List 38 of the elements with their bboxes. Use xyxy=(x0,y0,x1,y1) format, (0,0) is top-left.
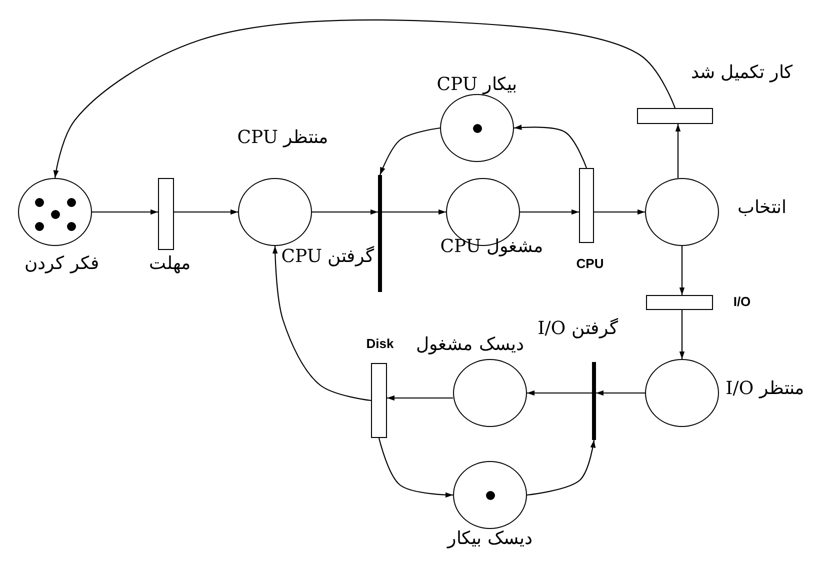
arc-arrow xyxy=(53,19,676,178)
arc-arrow xyxy=(679,310,685,359)
place-label: گرفتن CPU xyxy=(281,246,375,268)
transition-bar xyxy=(637,108,713,124)
arc-arrow xyxy=(379,127,440,176)
arc-arrow xyxy=(679,246,685,295)
place-label: انتخاب xyxy=(738,197,786,219)
arc-arrow xyxy=(382,209,446,215)
place-label: مشغول CPU xyxy=(440,236,544,258)
arc-arrow xyxy=(594,209,645,215)
arc-arrow xyxy=(312,209,378,215)
place-label: Disk xyxy=(366,336,394,352)
arc-arrow xyxy=(272,246,372,402)
place-label: مهلت xyxy=(149,253,191,275)
place-label: منتظر CPU xyxy=(237,127,329,149)
place-label: منتظر I/O xyxy=(726,378,804,400)
place-label: گرفتن I/O xyxy=(538,318,618,340)
transition-bar xyxy=(371,363,387,438)
arc-arrow xyxy=(514,124,588,168)
transition-bar xyxy=(158,178,174,250)
arc-arrow xyxy=(520,209,579,215)
place-label: کار تکمیل شد xyxy=(690,62,794,84)
place-label: دیسک مشغول xyxy=(416,334,524,356)
place-label: I/O xyxy=(733,294,751,310)
transition-bar xyxy=(579,168,594,243)
arc-arrow xyxy=(387,395,453,401)
arc-arrow xyxy=(526,440,596,496)
arc-arrow xyxy=(527,390,592,396)
arc-arrow xyxy=(174,209,238,215)
place-label: بیکار CPU xyxy=(436,74,518,96)
place-label: CPU xyxy=(576,256,604,272)
place-label: دیسک بیکار xyxy=(448,528,532,550)
arc-arrow xyxy=(596,390,645,396)
arc-arrow xyxy=(675,124,681,178)
arc-arrow xyxy=(378,438,453,498)
transition-bar xyxy=(646,295,713,310)
place-label: فکر کردن xyxy=(24,253,100,275)
arc-arrow xyxy=(92,209,158,215)
